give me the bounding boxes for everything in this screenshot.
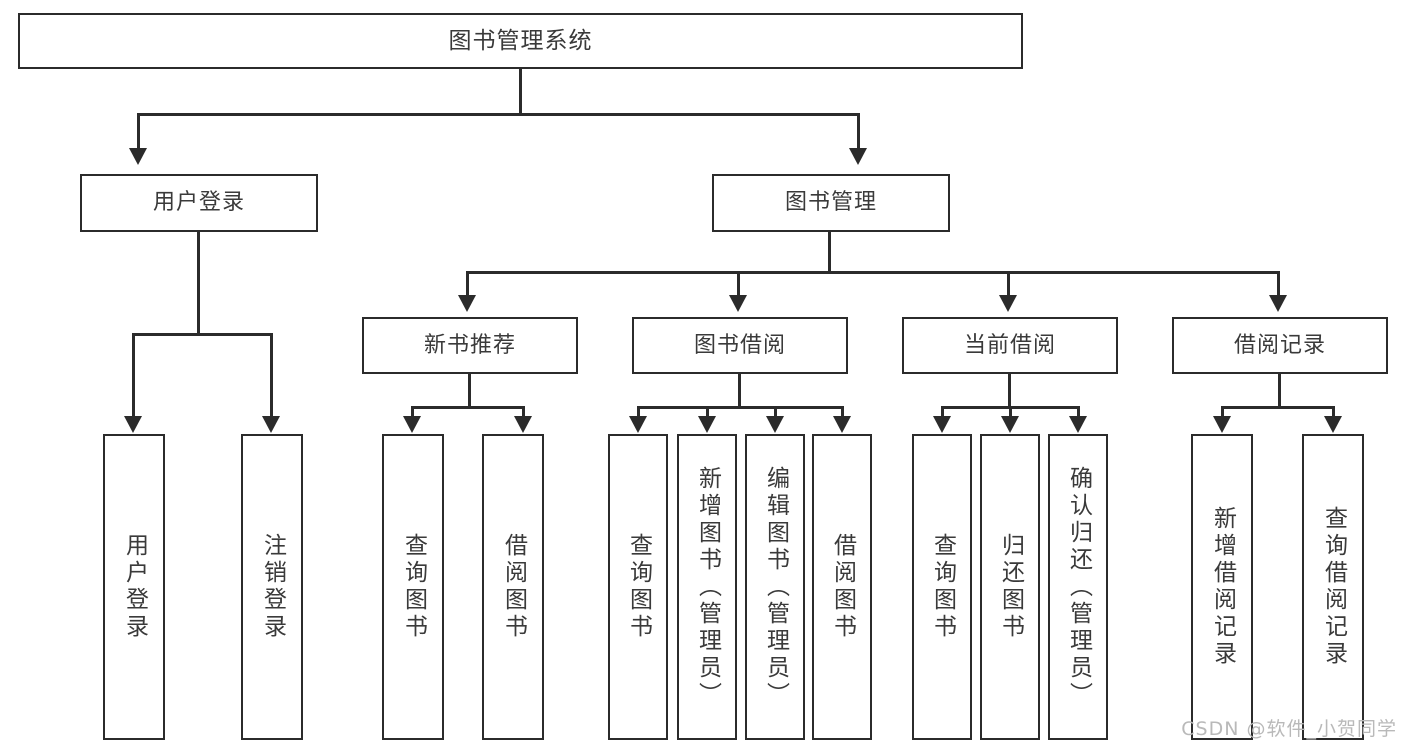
node-label: 借阅图书 [500,533,527,641]
arrowhead-borrow-record [1269,295,1287,312]
csdn-watermark: CSDN @软件_小贺同学 [1181,718,1397,740]
connector-drop-leaf-query-book-3 [941,406,944,418]
connector-root-stem [519,69,522,115]
connector-borrow-record-bus [1221,406,1335,409]
node-label: 确认归还（管理员） [1065,465,1092,709]
connector-book-management-stem [828,232,831,273]
node-book-management[interactable]: 图书管理 [712,174,950,232]
arrowhead-leaf-user-login [124,416,142,433]
connector-drop-current-borrow [1007,271,1010,297]
connector-drop-leaf-return-book [1009,406,1012,418]
connector-drop-leaf-query-record [1332,406,1335,418]
arrowhead-leaf-add-record [1213,416,1231,433]
connector-level1-bus [137,113,860,116]
arrowhead-book-borrow [729,295,747,312]
node-new-book-recommend[interactable]: 新书推荐 [362,317,578,374]
connector-new-book-recommend-bus [411,406,525,409]
node-leaf-query-book-1[interactable]: 查询图书 [382,434,444,740]
connector-drop-leaf-add-book [706,406,709,418]
node-leaf-query-record[interactable]: 查询借阅记录 [1302,434,1364,740]
node-label: 归还图书 [997,533,1024,641]
node-label: 查询图书 [400,533,427,641]
connector-book-borrow-bus [637,406,844,409]
connector-user-login-bus [132,333,273,336]
node-label: 查询图书 [625,533,652,641]
node-leaf-return-book[interactable]: 归还图书 [980,434,1040,740]
arrowhead-leaf-return-book [1001,416,1019,433]
node-label: 图书借阅 [693,332,786,358]
node-borrow-record[interactable]: 借阅记录 [1172,317,1388,374]
node-label: 新增图书（管理员） [694,465,721,709]
arrowhead-current-borrow [999,295,1017,312]
arrowhead-leaf-borrow-book-2 [833,416,851,433]
arrowhead-leaf-add-book [698,416,716,433]
node-label: 图书管理系统 [448,27,593,54]
node-leaf-borrow-book-1[interactable]: 借阅图书 [482,434,544,740]
arrowhead-leaf-confirm-return [1069,416,1087,433]
arrowhead-book-management [849,148,867,165]
connector-new-book-recommend-stem [468,374,471,408]
arrowhead-user-login [129,148,147,165]
connector-drop-leaf-edit-book [774,406,777,418]
connector-drop-new-book-recommend [466,271,469,297]
connector-drop-leaf-borrow-book-2 [841,406,844,418]
connector-drop-leaf-confirm-return [1077,406,1080,418]
node-leaf-query-book-2[interactable]: 查询图书 [608,434,668,740]
connector-drop-leaf-user-login [132,333,135,418]
node-leaf-logout[interactable]: 注销登录 [241,434,303,740]
node-leaf-add-book[interactable]: 新增图书（管理员） [677,434,737,740]
connector-level2-bus [466,271,1280,274]
connector-drop-leaf-query-book-1 [411,406,414,418]
node-label: 用户登录 [121,533,148,641]
arrowhead-new-book-recommend [458,295,476,312]
connector-drop-book-borrow [737,271,740,297]
arrowhead-leaf-edit-book [766,416,784,433]
node-leaf-borrow-book-2[interactable]: 借阅图书 [812,434,872,740]
node-user-login[interactable]: 用户登录 [80,174,318,232]
node-root-book-management-system[interactable]: 图书管理系统 [18,13,1023,69]
node-label: 编辑图书（管理员） [762,465,789,709]
node-leaf-edit-book[interactable]: 编辑图书（管理员） [745,434,805,740]
node-label: 图书管理 [784,190,877,216]
node-label: 新书推荐 [423,332,516,358]
arrowhead-leaf-query-record [1324,416,1342,433]
arrowhead-leaf-query-book-2 [629,416,647,433]
arrowhead-leaf-query-book-1 [403,416,421,433]
connector-drop-book-management [857,113,860,150]
node-book-borrow[interactable]: 图书借阅 [632,317,848,374]
connector-drop-leaf-logout [270,333,273,418]
connector-drop-user-login [137,113,140,150]
connector-drop-borrow-record [1277,271,1280,297]
connector-drop-leaf-query-book-2 [637,406,640,418]
node-leaf-user-login[interactable]: 用户登录 [103,434,165,740]
node-leaf-query-book-3[interactable]: 查询图书 [912,434,972,740]
node-label: 注销登录 [259,533,286,641]
node-leaf-add-record[interactable]: 新增借阅记录 [1191,434,1253,740]
connector-current-borrow-stem [1008,374,1011,408]
node-label: 查询借阅记录 [1320,506,1347,668]
node-label: 用户登录 [152,190,245,216]
arrowhead-leaf-query-book-3 [933,416,951,433]
arrowhead-leaf-borrow-book-1 [514,416,532,433]
arrowhead-leaf-logout [262,416,280,433]
connector-drop-leaf-add-record [1221,406,1224,418]
connector-book-borrow-stem [738,374,741,408]
connector-borrow-record-stem [1278,374,1281,408]
node-leaf-confirm-return[interactable]: 确认归还（管理员） [1048,434,1108,740]
node-label: 查询图书 [929,533,956,641]
node-label: 当前借阅 [963,332,1056,358]
node-label: 新增借阅记录 [1209,506,1236,668]
node-label: 借阅记录 [1233,332,1326,358]
connector-drop-leaf-borrow-book-1 [522,406,525,418]
node-label: 借阅图书 [829,533,856,641]
node-current-borrow[interactable]: 当前借阅 [902,317,1118,374]
connector-user-login-stem [197,232,200,335]
